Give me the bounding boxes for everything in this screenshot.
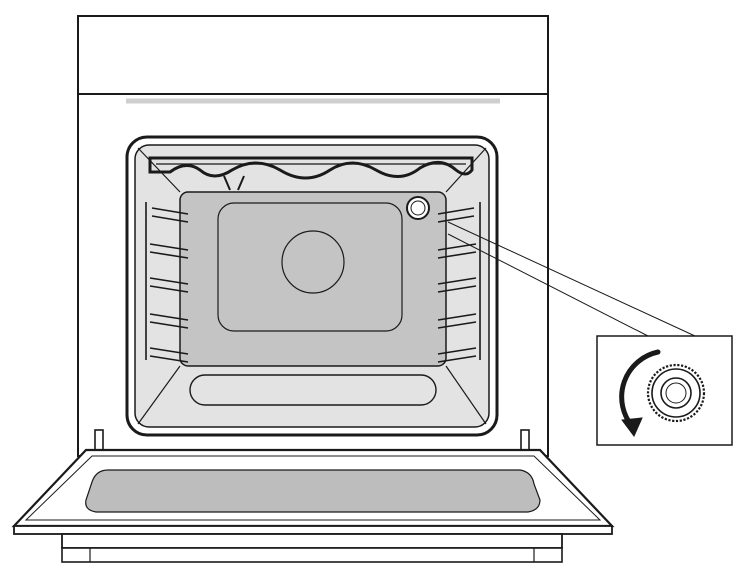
grill-heating-element [148, 156, 474, 191]
bottom-element-cover [189, 374, 437, 406]
door-glass [85, 469, 541, 513]
oven-lamp-icon [406, 196, 430, 220]
door-handle-bar [61, 533, 563, 549]
left-shelf-runners [145, 202, 189, 363]
fan-cover [281, 230, 345, 294]
rotate-counterclockwise-arrow-icon [619, 349, 661, 437]
perspective-line-br [445, 365, 487, 425]
oven-door-open [11, 448, 615, 563]
right-shelf-runners [437, 202, 481, 363]
perspective-line-tr [445, 147, 487, 193]
oven-base [61, 547, 563, 563]
perspective-line-bl [137, 365, 181, 425]
lamp-detail-callout [596, 335, 733, 446]
control-panel-strip [77, 15, 549, 95]
lamp-cover-glass [665, 382, 687, 404]
door-front-lip [13, 525, 613, 535]
callout-leader-upper [447, 221, 696, 337]
perspective-line-tl [137, 147, 181, 193]
callout-leader-lower [447, 233, 649, 337]
